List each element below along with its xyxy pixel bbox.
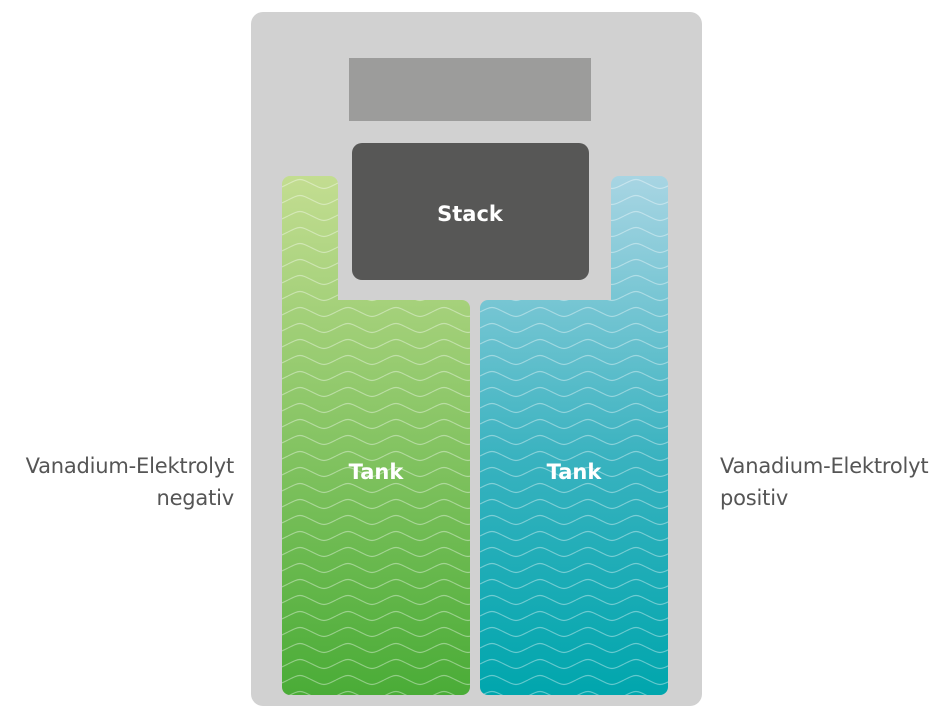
stack-label: Stack: [437, 202, 504, 226]
tank-negative-label: Tank: [349, 460, 405, 484]
electrolyte-positive-line1: Vanadium-Elektrolyt: [720, 454, 929, 478]
tank-negative: [282, 176, 470, 695]
electrolyte-negative-line2: negativ: [156, 486, 234, 510]
stack-block: [352, 143, 589, 280]
tank-positive: [480, 176, 668, 695]
electrolyte-negative-line1: Vanadium-Elektrolyt: [25, 454, 235, 478]
electrolyte-negative-label: Vanadium-Elektrolyt negativ: [25, 450, 235, 514]
electrolyte-positive-line2: positiv: [720, 486, 789, 510]
tank-positive-label: Tank: [547, 460, 603, 484]
electrolyte-positive-label: Vanadium-Elektrolyt positiv: [720, 450, 929, 514]
wave-pattern-icon: [282, 176, 470, 695]
wave-pattern-icon: [480, 176, 668, 695]
top-panel: [349, 58, 591, 121]
